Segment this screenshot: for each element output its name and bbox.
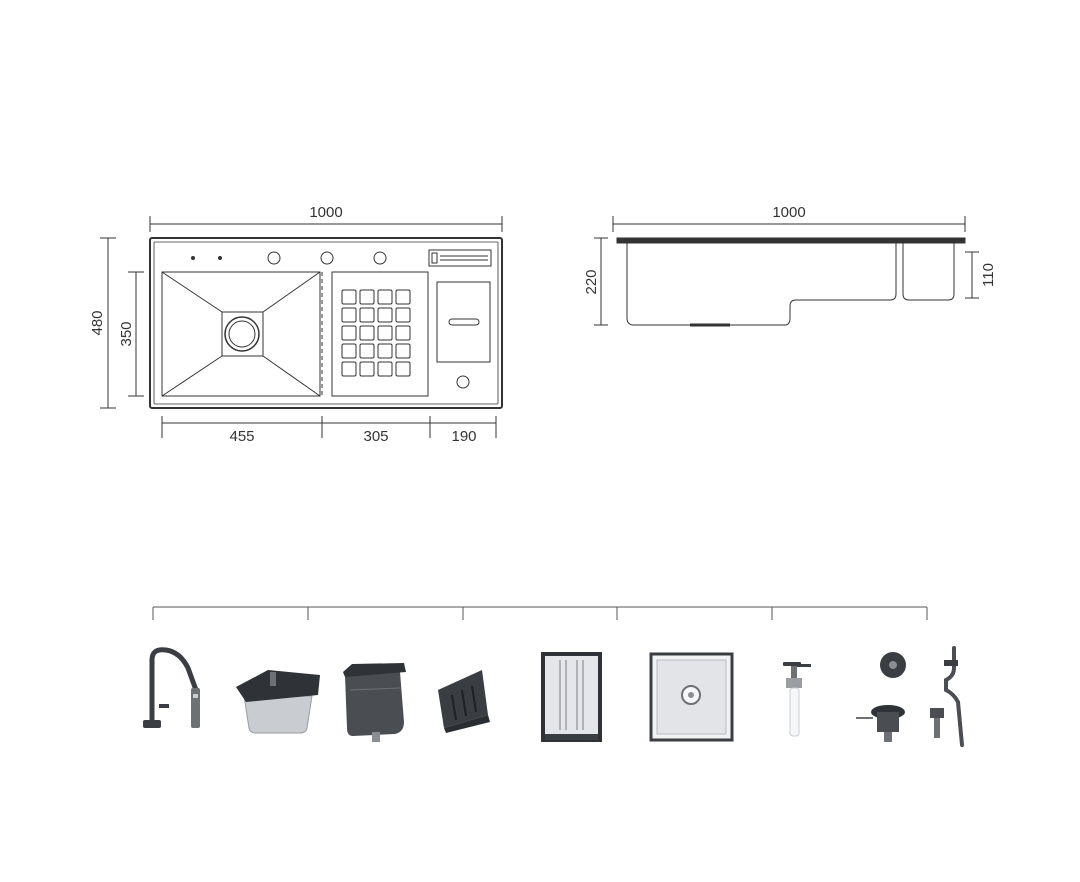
knife-holder-icon	[438, 670, 490, 733]
height-dimension	[100, 237, 116, 409]
tap-hole-icon	[267, 251, 281, 265]
sink-deck-inner-outline	[153, 241, 499, 405]
mount-hole-icon	[191, 256, 195, 260]
cutting-board-icon	[541, 652, 602, 742]
top-view: 1000 480 350	[89, 204, 503, 445]
accessory-bracket	[152, 606, 928, 620]
side-width-dimension	[612, 216, 966, 232]
mount-hole-icon	[218, 256, 222, 260]
basin-height-label: 350	[118, 321, 135, 346]
segment-label-main: 455	[229, 428, 254, 445]
knife-slot-icon	[428, 249, 492, 267]
drainer-grid	[341, 289, 411, 377]
soap-box-icon	[343, 663, 406, 742]
sink-deck-outline	[149, 237, 503, 409]
soap-dispenser-icon	[783, 662, 811, 737]
drainer-grid-area	[331, 271, 429, 397]
tap-hole-icon	[320, 251, 334, 265]
drain-basket-icon	[649, 652, 734, 742]
drain-frame	[221, 311, 264, 357]
top-width-dimension	[149, 216, 503, 232]
small-depth-label: 110	[980, 263, 997, 287]
segment-label-middle: 305	[363, 428, 388, 445]
depth-label: 220	[583, 269, 600, 294]
main-basin	[161, 271, 321, 397]
side-view: 1000 220 110	[583, 204, 997, 327]
height-label: 480	[89, 310, 106, 335]
side-small-basin-profile	[902, 243, 955, 301]
tap-hole-icon	[373, 251, 387, 265]
drain-kit-icon	[856, 646, 964, 747]
tap-hole-icon	[456, 375, 470, 389]
small-depth-dimension	[965, 251, 979, 299]
waste-bin-icon	[236, 670, 320, 734]
handle-icon	[448, 318, 480, 326]
basin-height-dimension	[128, 271, 144, 397]
top-width-label: 1000	[309, 204, 342, 221]
side-basin-profile	[626, 243, 897, 326]
faucet-icon	[143, 647, 200, 728]
drain-icon	[224, 316, 260, 352]
depth-dimension	[594, 237, 608, 326]
side-top-plate	[616, 237, 966, 244]
segment-label-right: 190	[451, 428, 476, 445]
small-compartment	[436, 281, 491, 363]
segment-dimension	[161, 416, 497, 438]
side-width-label: 1000	[772, 204, 805, 221]
